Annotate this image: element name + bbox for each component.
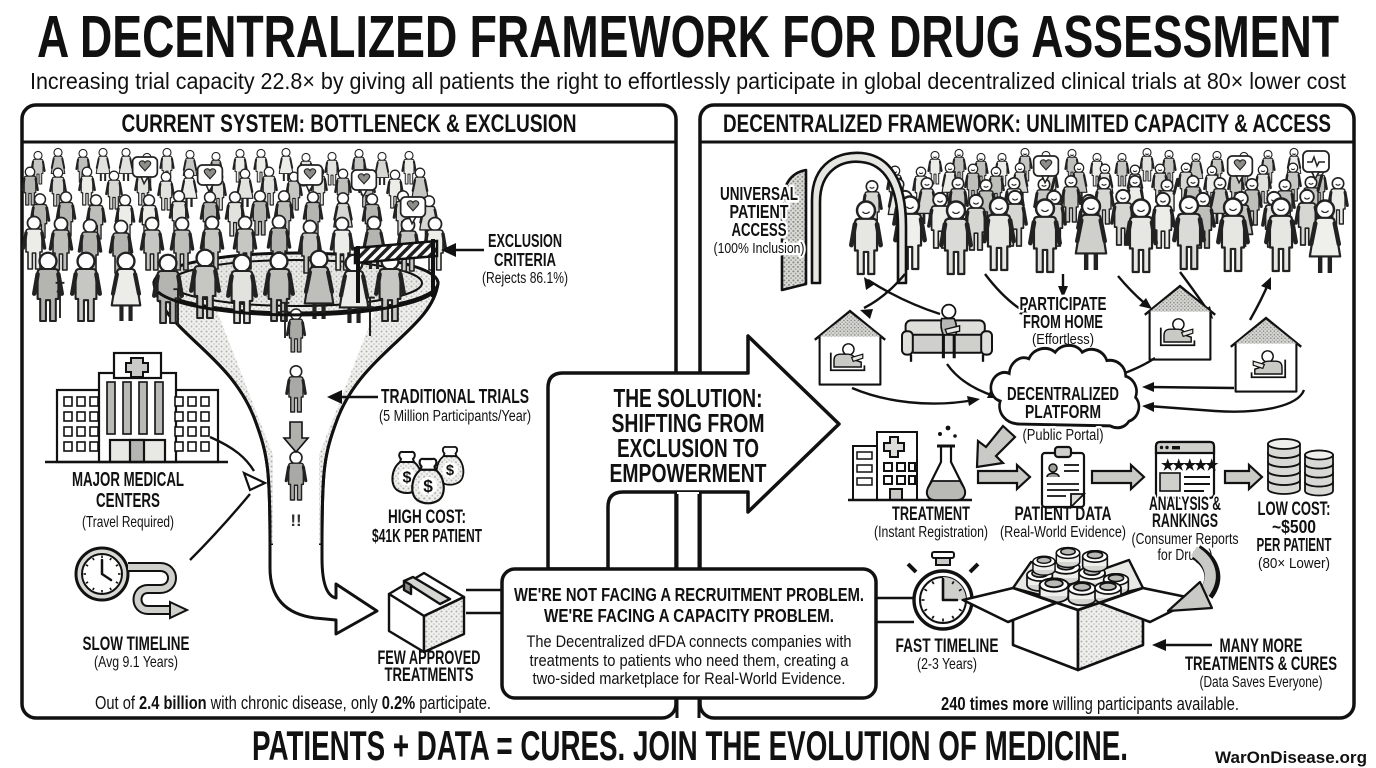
svg-text:A DECENTRALIZED FRAMEWORK FOR: A DECENTRALIZED FRAMEWORK FOR DRUG ASSES… <box>37 4 1339 70</box>
svg-text:CENTERS: CENTERS <box>96 490 160 512</box>
svg-text:FAST TIMELINE: FAST TIMELINE <box>896 635 999 657</box>
svg-text:$: $ <box>446 463 454 479</box>
svg-text:(Consumer Reports: (Consumer Reports <box>1132 531 1239 548</box>
svg-text:★: ★ <box>1161 457 1175 474</box>
svg-text:(100% Inclusion): (100% Inclusion) <box>714 240 805 257</box>
svg-text:CRITERIA: CRITERIA <box>494 250 556 270</box>
svg-text:MANY MORE: MANY MORE <box>1220 636 1303 657</box>
svg-text:240 times more willing partici: 240 times more willing participants avai… <box>941 694 1239 714</box>
svg-text:TREATMENTS: TREATMENTS <box>385 665 474 686</box>
svg-text:CURRENT SYSTEM: BOTTLENECK & E: CURRENT SYSTEM: BOTTLENECK & EXCLUSION <box>122 110 577 138</box>
svg-text:UNIVERSAL: UNIVERSAL <box>720 184 798 204</box>
svg-text:!!: !! <box>290 511 301 530</box>
svg-text:THE SOLUTION:: THE SOLUTION: <box>614 383 763 413</box>
svg-text:(Public Portal): (Public Portal) <box>1023 427 1104 444</box>
svg-text:EXCLUSION TO: EXCLUSION TO <box>617 433 759 463</box>
svg-text:Out of 2.4 billion with chroni: Out of 2.4 billion with chronic disease,… <box>95 693 491 713</box>
svg-text:(Data Saves Everyone): (Data Saves Everyone) <box>1200 674 1323 691</box>
svg-text:TREATMENT: TREATMENT <box>892 504 970 525</box>
svg-text:WE'RE NOT FACING A RECRUITMENT: WE'RE NOT FACING A RECRUITMENT PROBLEM. <box>514 584 864 605</box>
svg-text:★: ★ <box>1172 457 1186 474</box>
svg-text:(Instant Registration): (Instant Registration) <box>874 524 988 541</box>
svg-text:(Travel Required): (Travel Required) <box>82 514 174 531</box>
svg-text:treatments to patients who nee: treatments to patients who need them, cr… <box>530 651 849 670</box>
svg-text:PATIENTS + DATA = CURES. JOIN: PATIENTS + DATA = CURES. JOIN THE EVOLUT… <box>252 722 1128 768</box>
svg-text:The Decentralized dFDA connect: The Decentralized dFDA connects companie… <box>527 632 852 651</box>
svg-text:SHIFTING FROM: SHIFTING FROM <box>612 408 765 438</box>
svg-text:MAJOR MEDICAL: MAJOR MEDICAL <box>72 469 184 491</box>
svg-text:★: ★ <box>1194 457 1208 474</box>
svg-text:WarOnDisease.org: WarOnDisease.org <box>1215 748 1367 767</box>
svg-text:RANKINGS: RANKINGS <box>1152 511 1218 532</box>
svg-text:$: $ <box>403 470 412 487</box>
svg-text:EXCLUSION: EXCLUSION <box>488 231 562 251</box>
svg-text:~$500: ~$500 <box>1272 517 1316 537</box>
svg-text:$: $ <box>423 476 433 496</box>
svg-text:DECENTRALIZED: DECENTRALIZED <box>1007 383 1119 404</box>
svg-text:PLATFORM: PLATFORM <box>1025 401 1101 422</box>
svg-text:★: ★ <box>1205 457 1219 474</box>
svg-text:two-sided marketplace for Real: two-sided marketplace for Real-World Evi… <box>533 669 846 688</box>
svg-text:(5 Million Participants/Year): (5 Million Participants/Year) <box>379 408 531 425</box>
svg-text:SLOW TIMELINE: SLOW TIMELINE <box>83 633 190 655</box>
svg-text:PARTICIPATE: PARTICIPATE <box>1020 294 1107 314</box>
svg-text:TRADITIONAL TRIALS: TRADITIONAL TRIALS <box>381 386 529 408</box>
svg-text:LOW COST:: LOW COST: <box>1258 499 1331 520</box>
svg-text:(Real-World Evidence): (Real-World Evidence) <box>1000 524 1126 541</box>
svg-text:Increasing trial capacity 22.8: Increasing trial capacity 22.8× by givin… <box>30 68 1347 94</box>
svg-text:FROM HOME: FROM HOME <box>1023 312 1103 332</box>
svg-text:FEW APPROVED: FEW APPROVED <box>378 648 481 669</box>
svg-text:★: ★ <box>1183 457 1197 474</box>
svg-text:PATIENT DATA: PATIENT DATA <box>1015 504 1112 525</box>
svg-text:(Avg 9.1 Years): (Avg 9.1 Years) <box>94 654 178 671</box>
svg-text:TREATMENTS & CURES: TREATMENTS & CURES <box>1185 654 1337 675</box>
svg-text:$41K PER PATIENT: $41K PER PATIENT <box>372 526 482 546</box>
svg-text:(80× Lower): (80× Lower) <box>1258 555 1330 572</box>
svg-text:ANALYSIS &: ANALYSIS & <box>1149 494 1221 515</box>
svg-text:DECENTRALIZED FRAMEWORK: UNLIM: DECENTRALIZED FRAMEWORK: UNLIMITED CAPAC… <box>723 110 1331 138</box>
svg-text:(Effortless): (Effortless) <box>1032 331 1094 348</box>
svg-text:PATIENT: PATIENT <box>730 202 789 222</box>
svg-text:ACCESS: ACCESS <box>732 220 787 240</box>
svg-text:PER PATIENT: PER PATIENT <box>1257 535 1332 555</box>
svg-text:(2-3 Years): (2-3 Years) <box>917 656 977 673</box>
svg-text:EMPOWERMENT: EMPOWERMENT <box>610 458 767 488</box>
svg-text:(Rejects 86.1%): (Rejects 86.1%) <box>482 270 568 287</box>
svg-text:WE'RE FACING A CAPACITY PROBLE: WE'RE FACING A CAPACITY PROBLEM. <box>544 605 834 626</box>
svg-text:HIGH COST:: HIGH COST: <box>388 507 466 528</box>
